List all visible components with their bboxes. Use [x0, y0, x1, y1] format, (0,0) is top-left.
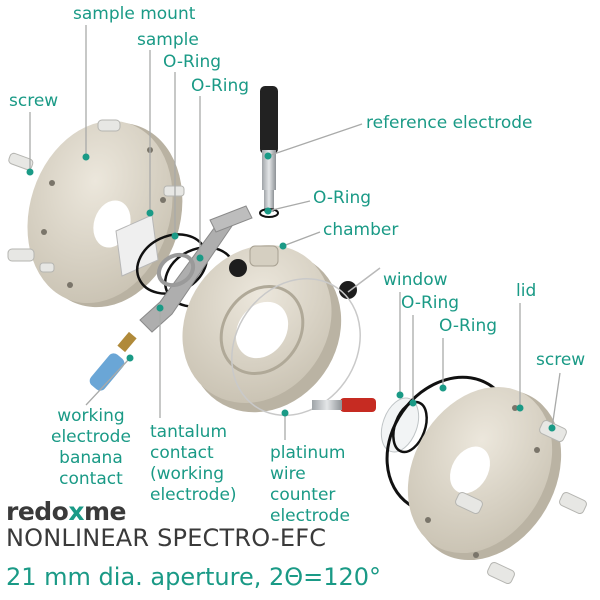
label-tantalum-contact: tantalum contact (working electrode)	[150, 422, 237, 505]
label-o-ring-3: O-Ring	[313, 188, 372, 208]
label-working-electrode: working electrode banana contact	[51, 406, 131, 489]
label-o-ring-5: O-Ring	[439, 316, 498, 336]
counter-electrode-part	[312, 267, 381, 412]
label-screw-left: screw	[9, 91, 59, 111]
tantalum-contact-part	[139, 205, 253, 333]
banana-contact-part	[89, 331, 137, 391]
leader-lines	[26, 25, 561, 440]
product-title: NONLINEAR SPECTRO-EFC	[6, 524, 327, 552]
brand-logo: redoxme	[6, 497, 127, 526]
screw-part-left	[7, 119, 185, 273]
label-reference-electrode: reference electrode	[366, 113, 533, 133]
label-chamber: chamber	[323, 220, 399, 240]
sample-part	[115, 214, 159, 277]
label-o-ring-2: O-Ring	[191, 76, 250, 96]
lid-part	[407, 386, 562, 561]
product-subtitle: 21 mm dia. aperture, 2Θ=120°	[6, 563, 382, 591]
label-sample-mount: sample mount	[73, 4, 196, 24]
chamber-part	[182, 245, 357, 413]
reference-electrode-part	[259, 86, 279, 218]
platinum-wire-part	[231, 277, 361, 417]
label-o-ring-4: O-Ring	[401, 293, 460, 313]
label-sample: sample	[137, 30, 199, 50]
label-screw-right: screw	[536, 350, 586, 370]
label-o-ring-1: O-Ring	[163, 52, 222, 72]
label-platinum-wire: platinum wire counter electrode	[270, 443, 350, 526]
label-window: window	[383, 270, 448, 290]
label-lid: lid	[516, 281, 537, 301]
